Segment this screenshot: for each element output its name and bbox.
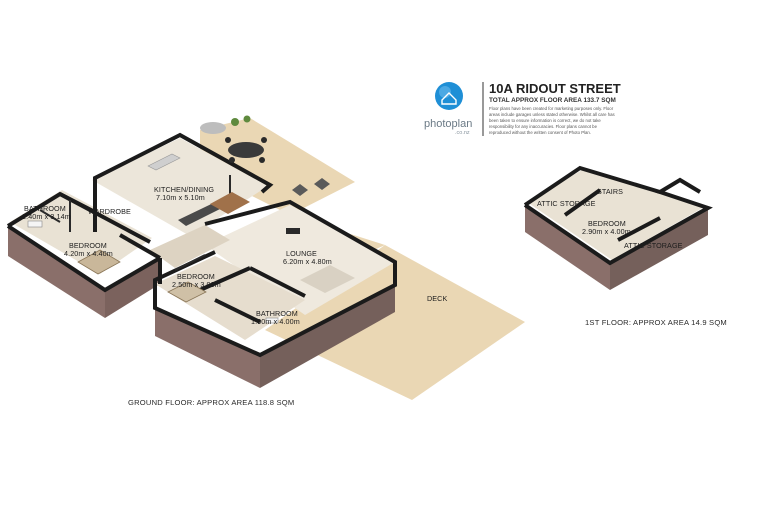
outdoor-chair-icon bbox=[259, 157, 265, 163]
photoplan-logo: photoplan .co.nz bbox=[424, 82, 472, 136]
room-dims: 2.50m x 3.00m bbox=[172, 280, 221, 289]
bed-icon bbox=[77, 249, 121, 275]
outdoor-chair-icon bbox=[229, 157, 235, 163]
lounger-icon bbox=[314, 178, 330, 190]
first-floor bbox=[523, 165, 713, 290]
room-name: BEDROOM bbox=[69, 241, 107, 250]
rug-icon bbox=[300, 265, 355, 293]
room-name: LOUNGE bbox=[286, 249, 317, 258]
ground-floor-caption: GROUND FLOOR: APPROX AREA 118.8 SQM bbox=[128, 398, 294, 407]
disclaimer-line: been taken to ensure information is corr… bbox=[489, 118, 601, 123]
room-labels: BATHROOM 2.40m x 3.14m WARDROBE KITCHEN/… bbox=[22, 185, 683, 326]
deck-area bbox=[265, 245, 525, 400]
room-name: BEDROOM bbox=[177, 272, 215, 281]
bath-icon bbox=[27, 220, 43, 228]
room-name: BATHROOM bbox=[256, 309, 298, 318]
property-title: 10A RIDOUT STREET bbox=[489, 81, 621, 96]
room-name: BEDROOM bbox=[588, 219, 626, 228]
umbrella-icon bbox=[200, 122, 226, 134]
room-name: KITCHEN/DINING bbox=[154, 185, 214, 194]
lounger-icon bbox=[292, 184, 308, 196]
room-dims: 1.90m x 4.00m bbox=[251, 317, 300, 326]
first-floor-caption: 1ST FLOOR: APPROX AREA 14.9 SQM bbox=[585, 318, 727, 327]
logo-wordmark: photoplan bbox=[424, 118, 472, 130]
room-name: ATTIC STORAGE bbox=[537, 199, 596, 208]
disclaimer-line: Floor plans have been created for market… bbox=[489, 106, 614, 111]
room-name: WARDROBE bbox=[88, 207, 131, 216]
ground-floor-walls bbox=[8, 226, 395, 388]
logo-domain: .co.nz bbox=[455, 130, 470, 136]
vanity-icon bbox=[265, 317, 279, 324]
room-dims: 4.20m x 4.40m bbox=[64, 249, 113, 258]
outdoor-chair-icon bbox=[261, 137, 267, 143]
outdoor-chair-icon bbox=[225, 137, 231, 143]
disclaimer-line: responsibility for any inaccuracies. Flo… bbox=[489, 124, 598, 129]
deck-area-upper bbox=[200, 118, 355, 215]
disclaimer-line: areas include garages unless stated othe… bbox=[489, 112, 615, 117]
room-dims: 2.90m x 4.00m bbox=[582, 227, 631, 236]
disclaimer-line: reproduced without the written consent o… bbox=[489, 130, 591, 135]
dining-table-icon bbox=[210, 192, 250, 214]
sofa-icon bbox=[147, 153, 181, 171]
room-dims: 2.40m x 3.14m bbox=[22, 212, 71, 221]
furniture bbox=[27, 115, 355, 324]
tv-icon bbox=[286, 228, 300, 234]
plant-icon bbox=[243, 115, 251, 123]
bed-icon bbox=[167, 281, 207, 303]
room-name: STAIRS bbox=[597, 187, 623, 196]
room-dims: 7.10m x 5.10m bbox=[156, 193, 205, 202]
room-name: ATTIC STORAGE bbox=[624, 241, 683, 250]
total-area: TOTAL APPROX FLOOR AREA 133.7 SQM bbox=[489, 97, 616, 104]
outdoor-table-icon bbox=[228, 142, 264, 158]
ground-floor-wall-tops bbox=[6, 132, 397, 358]
room-dims: 6.20m x 4.80m bbox=[283, 257, 332, 266]
deck-label: DECK bbox=[427, 294, 447, 303]
room-name: BATHROOM bbox=[24, 204, 66, 213]
plant-icon bbox=[231, 118, 239, 126]
